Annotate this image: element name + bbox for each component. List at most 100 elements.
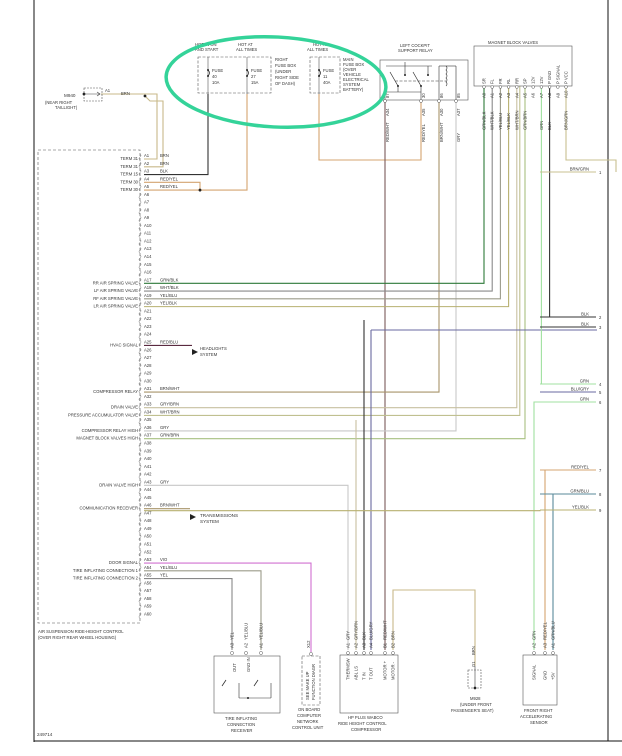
module-pin-wire: WHT/BLK [160, 285, 179, 290]
wire-a37 [144, 86, 526, 440]
magnet-pin-conn: A4 [514, 92, 519, 98]
module-pin-a49: A49 [144, 526, 152, 531]
module-pin-a51: A51 [144, 542, 152, 547]
module-pin-a37: A37 [144, 433, 152, 438]
wire-comp-b2 [392, 589, 476, 666]
m940-wire: BRN [121, 91, 130, 96]
module-pin-func: DRAIN VALVE HIGH [99, 482, 138, 487]
compressor-pin-wire: BLK [362, 632, 367, 640]
magnet-pin-func: SP [523, 78, 528, 84]
module-pin-a57: A57 [144, 588, 152, 593]
tire-receiver-name-2: CONNECTION [227, 722, 255, 727]
tire-receiver-name-3: RECEIVER [231, 728, 252, 733]
pin-mark [138, 200, 142, 207]
magnet-pin-wire: GRN/BRN [523, 111, 528, 130]
wire-a33 [144, 86, 518, 409]
magnet-pin-conn: A8 [547, 92, 552, 98]
magnet-pin [547, 85, 552, 89]
pin-mark [138, 348, 142, 355]
module-pin-a36: A36 [144, 425, 152, 430]
pin-mark [138, 161, 142, 168]
svg-text:RIGHT SIDE: RIGHT SIDE [275, 75, 299, 80]
m928-desc-2: PASSENGER'S SEAT) [451, 708, 494, 713]
accel-pin-wire: RED/YEL [543, 621, 548, 640]
module-pin-a2: A2 [144, 161, 150, 166]
wire-yelblk [144, 510, 541, 512]
magnet-pin-conn: A1 [490, 92, 495, 98]
pin-mark [138, 355, 142, 363]
pin-mark [138, 402, 142, 409]
pin-mark [138, 433, 142, 440]
module-pin-func: TERM 15 [120, 172, 138, 177]
pin-mark [138, 596, 142, 604]
module-name-1: AIR SUSPENSION RIDE-HEIGHT CONTROL [38, 629, 124, 634]
magnet-pin [515, 85, 519, 89]
magnet-pin-conn: A9 [555, 92, 560, 98]
accel-pin-conn: A1 [551, 642, 556, 648]
module-pin-wire: BLK [160, 169, 168, 174]
fuse-40: FUSE 40 10A [207, 57, 223, 94]
tire-pin [259, 651, 263, 655]
compressor-pin-func: T IN [362, 672, 367, 680]
compressor-pin-func: THERMSW [346, 658, 351, 680]
module-pin-a34: A34 [144, 409, 152, 414]
m928-desc-1: (UNDER FRONT [460, 702, 492, 707]
compressor-pin-conn: A2 [354, 642, 359, 648]
relay-pin-wire: GRY [456, 133, 461, 142]
trans-arrow: TRANSMISSIONS SYSTEM [190, 513, 238, 524]
onboard-name-2: COMPUTER [297, 713, 321, 718]
module-pin-func: COMMUNICATION RECEIVER [79, 506, 138, 511]
pin-mark [138, 293, 142, 301]
pin-mark [138, 301, 142, 308]
accel-name-2: ACCELERATING [520, 714, 552, 719]
magnet-pin-func: FR [498, 78, 503, 84]
right-edge-num: 5 [599, 390, 602, 395]
pin-mark [138, 425, 142, 433]
pin-mark [138, 495, 142, 503]
tire-pin-conn: A1 [259, 642, 264, 648]
m928-id: M928 [470, 696, 481, 701]
module-pin-wire: BRN/WHT [160, 386, 180, 391]
magnet-pin-func: FL [490, 78, 495, 84]
module-pin-func: DRAIN VALVE [111, 405, 138, 410]
magnet-pin [564, 85, 568, 89]
module-pin-a16: A16 [144, 270, 152, 275]
module-pin-a24: A24 [144, 332, 152, 337]
module-pin-a52: A52 [144, 549, 152, 554]
right-edge-num: 7 [599, 468, 602, 473]
pin-mark [138, 379, 142, 386]
wire-a20 [144, 86, 510, 308]
magnet-pin-func: 12V [531, 76, 536, 84]
relay-pin [383, 99, 387, 103]
module-pin-wire: BRN/WHT [160, 503, 180, 508]
right-fuse-box: HOT IN ON AND START HOT AT ALL TIMES FUS… [195, 42, 299, 94]
pin-mark [138, 340, 142, 347]
module-pin-a35: A35 [144, 417, 152, 422]
magnet-pin-conn: A0 [482, 92, 487, 98]
highlight-ellipse [164, 34, 388, 130]
wire-a55 [144, 578, 233, 650]
pin-mark [138, 472, 142, 479]
module-pin-a59: A59 [144, 604, 152, 609]
relay-pin-wire: RED/YEL [421, 123, 426, 142]
tire-pin-wire: YEL/BLU [244, 623, 249, 640]
wire-a43 [144, 484, 349, 650]
svg-text:MAIN: MAIN [343, 57, 353, 62]
pin-mark [138, 215, 142, 223]
magnet-pin-func: P VCC [564, 71, 569, 84]
module-pin-wire: RED/BLU [160, 339, 178, 344]
onboard-name-1: ON BOARD [298, 707, 320, 712]
magnet-block-title: MAGNET BLOCK VALVES [488, 40, 538, 45]
wire-a4-redyel [144, 181, 201, 191]
right-edge-label: GRN [580, 397, 589, 402]
module-pin-a6: A6 [144, 192, 150, 197]
module-pin-func: TIRE INFLATING CONNECTION 1 [73, 568, 139, 573]
svg-text:(UNDER: (UNDER [275, 69, 291, 74]
wire-accel-sig [533, 401, 540, 650]
magnet-pin-wire: YEL/BLU [498, 113, 503, 130]
tire-pin-wire: YEL [230, 631, 235, 640]
main-fuse-box: HOT AT ALL TIMES FUSE 11 40A MAIN FUSE B… [307, 42, 370, 94]
module-pin-a50: A50 [144, 534, 152, 539]
module-pin-wire: WHT/BRN [160, 409, 180, 414]
